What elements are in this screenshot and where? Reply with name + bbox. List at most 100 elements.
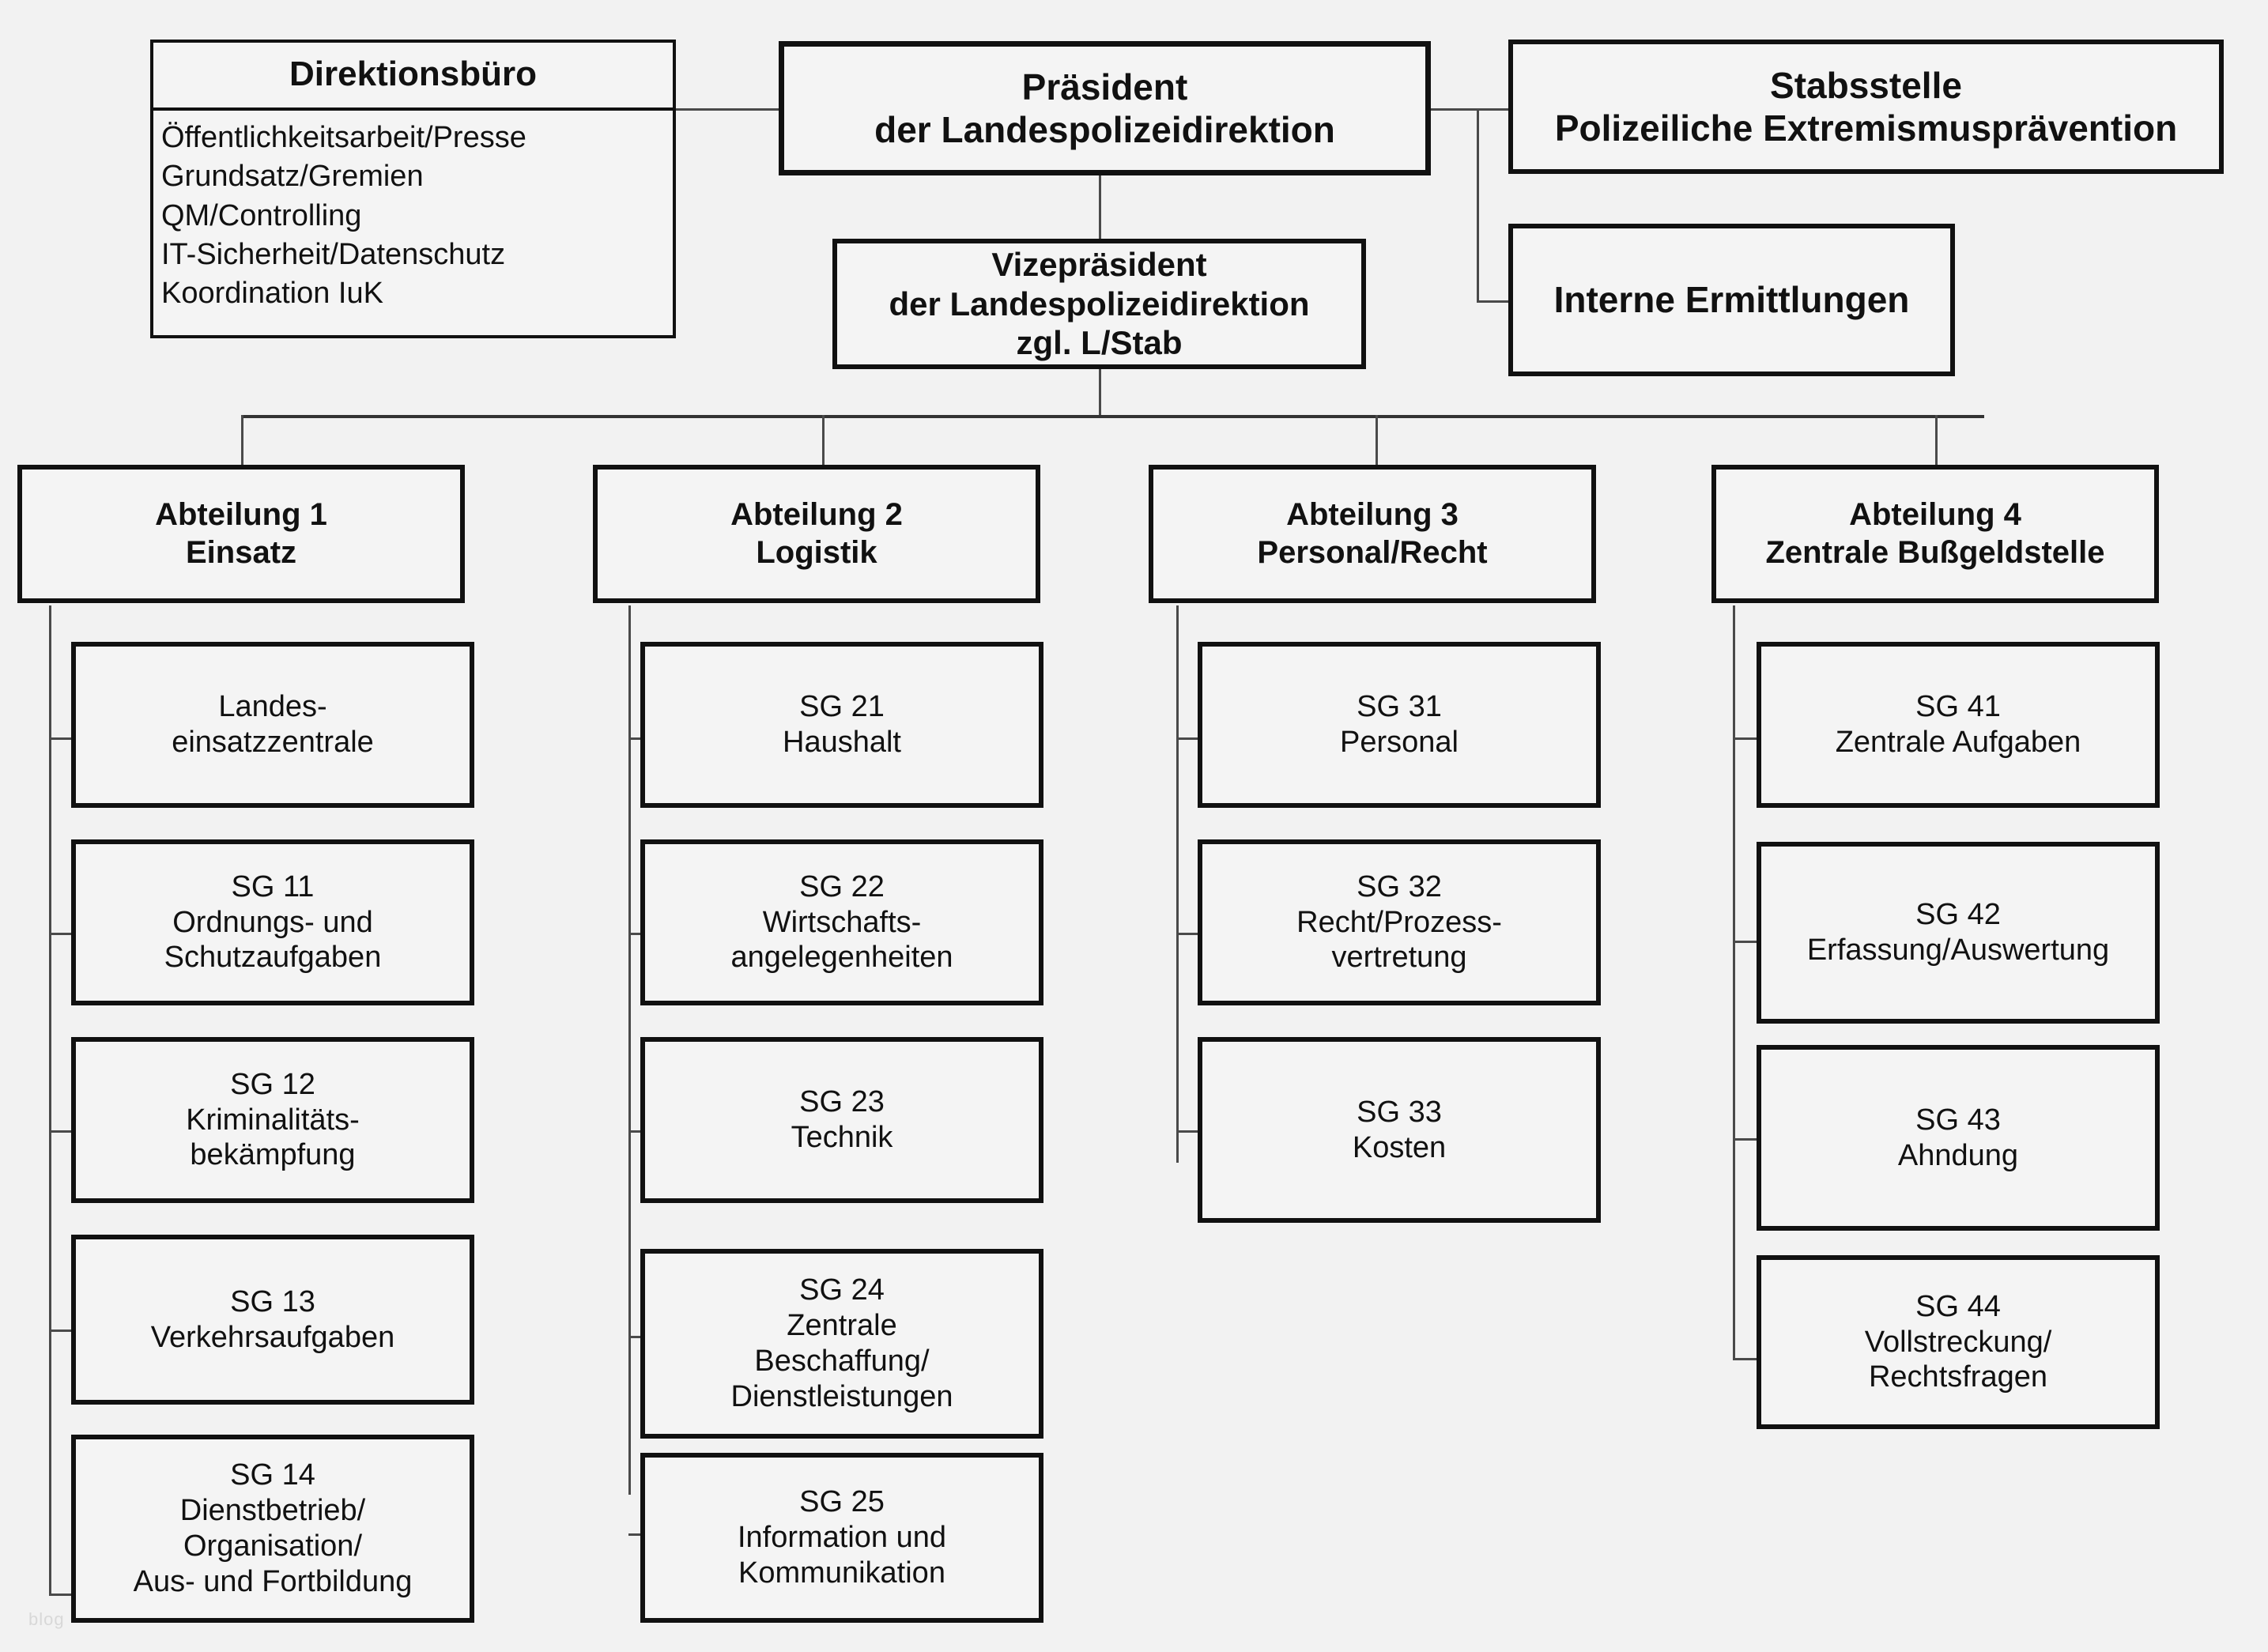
unit-line: Erfassung/Auswertung xyxy=(1806,933,2110,967)
unit-line: SG 25 xyxy=(799,1485,885,1519)
node-unit-sg-11[interactable]: SG 11 Ordnungs- und Schutzaufgaben xyxy=(71,839,474,1005)
node-unit-sg-43[interactable]: SG 43 Ahndung xyxy=(1757,1045,2160,1231)
connector-stub-4-2 xyxy=(1733,941,1758,943)
node-vizepraesident[interactable]: Vizepräsident der Landespolizeidirektion… xyxy=(832,239,1366,369)
unit-line: Dienstbetrieb/ xyxy=(179,1494,366,1528)
unit-line: bekämpfung xyxy=(190,1138,356,1172)
connector-stub-1-1 xyxy=(49,737,74,740)
unit-line: SG 41 xyxy=(1915,690,2001,724)
abteilung-3-line-2: Personal/Recht xyxy=(1257,534,1488,570)
node-unit-sg-24[interactable]: SG 24 Zentrale Beschaffung/ Dienstleistu… xyxy=(640,1249,1043,1439)
unit-line: SG 11 xyxy=(231,869,315,903)
unit-line: einsatzzentrale xyxy=(172,726,374,759)
unit-line: Rechtsfragen xyxy=(1868,1360,2047,1394)
node-abteilung-4-header[interactable]: Abteilung 4 Zentrale Bußgeldstelle xyxy=(1711,465,2159,603)
stabsstelle-line-1: Stabsstelle xyxy=(1770,64,1962,106)
node-direktionsbuero[interactable]: Direktionsbüro Öffentlichkeitsarbeit/Pre… xyxy=(150,40,676,338)
unit-line: Kosten xyxy=(1352,1130,1447,1164)
unit-line: Technik xyxy=(791,1121,893,1154)
unit-line: Schutzaufgaben xyxy=(164,941,382,975)
connector-spine-col-2 xyxy=(628,605,631,1495)
connector-department-bus xyxy=(241,415,1984,418)
unit-line: Beschaffung/ xyxy=(754,1345,930,1378)
node-unit-sg-14[interactable]: SG 14 Dienstbetrieb/ Organisation/ Aus- … xyxy=(71,1435,474,1623)
unit-line: Kriminalitäts- xyxy=(186,1103,360,1137)
unit-line: SG 31 xyxy=(1357,690,1442,724)
abteilung-3-line-1: Abteilung 3 xyxy=(1286,497,1459,533)
vizepraesident-line-2: der Landespolizeidirektion xyxy=(889,285,1310,322)
unit-line: SG 32 xyxy=(1357,869,1442,903)
node-unit-sg-13[interactable]: SG 13 Verkehrsaufgaben xyxy=(71,1235,474,1405)
connector-stub-3-2 xyxy=(1176,933,1202,935)
connector-spine-interne-ermittlungen xyxy=(1477,300,1508,303)
connector-spine-col-4 xyxy=(1733,605,1735,1360)
abteilung-1-line-2: Einsatz xyxy=(185,534,297,570)
connector-stub-1-3 xyxy=(49,1130,74,1133)
node-unit-sg-42[interactable]: SG 42 Erfassung/Auswertung xyxy=(1757,842,2160,1024)
connector-right-spine xyxy=(1477,108,1479,302)
node-unit-sg-31[interactable]: SG 31 Personal xyxy=(1198,642,1601,808)
node-interne-ermittlungen[interactable]: Interne Ermittlungen xyxy=(1508,224,1955,376)
unit-line: Kommunikation xyxy=(738,1556,945,1590)
node-unit-sg-12[interactable]: SG 12 Kriminalitäts- bekämpfung xyxy=(71,1037,474,1203)
unit-line: Zentrale Aufgaben xyxy=(1835,726,2081,759)
connector-drop-abteilung-2 xyxy=(822,415,825,467)
connector-praesident-right-stub xyxy=(1431,108,1478,111)
unit-line: SG 23 xyxy=(799,1085,885,1119)
abteilung-2-line-2: Logistik xyxy=(756,534,877,570)
unit-line: Dienstleistungen xyxy=(730,1379,953,1413)
node-abteilung-2-header[interactable]: Abteilung 2 Logistik xyxy=(593,465,1040,603)
unit-line: vertretung xyxy=(1331,941,1467,975)
unit-line: SG 14 xyxy=(230,1458,315,1492)
node-unit-sg-32[interactable]: SG 32 Recht/Prozess- vertretung xyxy=(1198,839,1601,1005)
node-stabsstelle[interactable]: Stabsstelle Polizeiliche Extremismuspräv… xyxy=(1508,40,2224,174)
node-unit-sg-33[interactable]: SG 33 Kosten xyxy=(1198,1037,1601,1223)
unit-line: Ahndung xyxy=(1897,1138,2019,1172)
direktionsbuero-item: QM/Controlling xyxy=(161,198,362,232)
direktionsbuero-item-list: Öffentlichkeitsarbeit/Presse Grundsatz/G… xyxy=(153,111,673,319)
node-abteilung-3-header[interactable]: Abteilung 3 Personal/Recht xyxy=(1149,465,1596,603)
unit-line: Vollstreckung/ xyxy=(1864,1325,2052,1359)
direktionsbuero-item: Koordination IuK xyxy=(161,277,383,311)
connector-stub-1-4 xyxy=(49,1330,74,1332)
interne-ermittlungen-line-1: Interne Ermittlungen xyxy=(1553,279,1910,321)
connector-stub-1-2 xyxy=(49,933,74,935)
direktionsbuero-item: Grundsatz/Gremien xyxy=(161,160,424,194)
vizepraesident-line-1: Vizepräsident xyxy=(991,246,1207,284)
node-unit-sg-44[interactable]: SG 44 Vollstreckung/ Rechtsfragen xyxy=(1757,1255,2160,1429)
abteilung-4-line-1: Abteilung 4 xyxy=(1849,497,2021,533)
connector-praesident-vizepraesident xyxy=(1099,175,1101,239)
connector-vizepraesident-bus xyxy=(1099,368,1101,416)
node-unit-sg-23[interactable]: SG 23 Technik xyxy=(640,1037,1043,1203)
node-abteilung-1-header[interactable]: Abteilung 1 Einsatz xyxy=(17,465,465,603)
node-unit-sg-22[interactable]: SG 22 Wirtschafts- angelegenheiten xyxy=(640,839,1043,1005)
node-unit-landeseinsatzzentrale[interactable]: Landes- einsatzzentrale xyxy=(71,642,474,808)
unit-line: Aus- und Fortbildung xyxy=(133,1564,413,1598)
unit-line: Haushalt xyxy=(783,726,901,759)
unit-line: SG 21 xyxy=(799,690,885,724)
unit-line: SG 44 xyxy=(1915,1289,2001,1323)
stabsstelle-line-2: Polizeiliche Extremismusprävention xyxy=(1554,107,2178,149)
node-unit-sg-41[interactable]: SG 41 Zentrale Aufgaben xyxy=(1757,642,2160,808)
node-unit-sg-25[interactable]: SG 25 Information und Kommunikation xyxy=(640,1453,1043,1623)
node-praesident[interactable]: Präsident der Landespolizeidirektion xyxy=(779,41,1431,175)
unit-line: Organisation/ xyxy=(183,1529,362,1563)
connector-drop-abteilung-4 xyxy=(1935,415,1938,467)
node-unit-sg-21[interactable]: SG 21 Haushalt xyxy=(640,642,1043,808)
direktionsbuero-item: Öffentlichkeitsarbeit/Presse xyxy=(161,120,526,154)
watermark-text: blog xyxy=(28,1609,65,1629)
unit-line: Zentrale xyxy=(787,1309,897,1343)
abteilung-2-line-1: Abteilung 2 xyxy=(730,497,903,533)
connector-spine-col-3 xyxy=(1176,605,1179,1163)
unit-line: Wirtschafts- xyxy=(762,905,922,939)
unit-line: Ordnungs- und xyxy=(172,905,373,939)
connector-stub-1-5 xyxy=(49,1594,74,1596)
unit-line: SG 22 xyxy=(799,869,885,903)
unit-line: angelegenheiten xyxy=(730,941,953,975)
unit-line: Information und xyxy=(737,1521,947,1555)
unit-line: Landes- xyxy=(218,690,327,724)
connector-drop-abteilung-3 xyxy=(1376,415,1378,467)
unit-line: SG 13 xyxy=(230,1284,315,1318)
unit-line: SG 43 xyxy=(1915,1103,2001,1137)
